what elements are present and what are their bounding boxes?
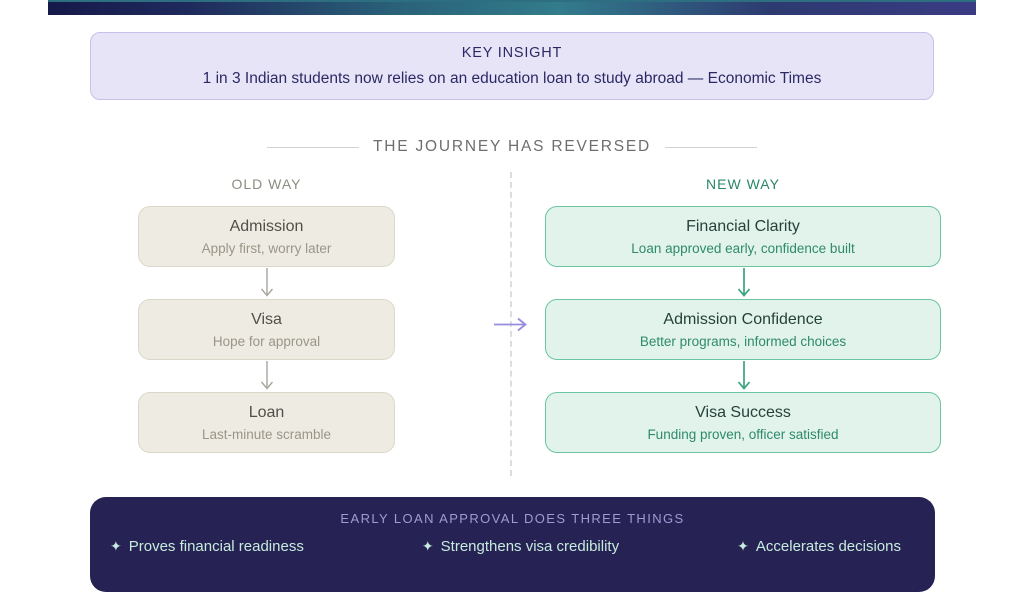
- step-title: Visa: [251, 310, 282, 328]
- star-bullet-icon: ✦: [110, 538, 122, 554]
- step-subtitle: Apply first, worry later: [201, 240, 332, 256]
- footer-item-accelerates-decisions: ✦ Accelerates decisions: [737, 538, 901, 555]
- new-way-label: NEW WAY: [706, 176, 780, 192]
- top-accent-bar: [48, 0, 976, 15]
- old-step-visa: Visa Hope for approval: [138, 299, 395, 360]
- step-title: Visa Success: [695, 403, 791, 421]
- step-title: Admission Confidence: [663, 310, 823, 328]
- step-subtitle: Last-minute scramble: [201, 426, 332, 442]
- section-heading: THE JOURNEY HAS REVERSED: [0, 138, 1024, 156]
- star-bullet-icon: ✦: [737, 538, 749, 554]
- footer-item-visa-credibility: ✦ Strengthens visa credibility: [422, 538, 619, 555]
- step-title: Financial Clarity: [686, 217, 800, 235]
- footer-item-label: Accelerates decisions: [755, 538, 901, 555]
- key-insight-banner: KEY INSIGHT 1 in 3 Indian students now r…: [90, 32, 934, 100]
- old-step-admission: Admission Apply first, worry later: [138, 206, 395, 267]
- footer-items: ✦ Proves financial readiness ✦ Strengthe…: [90, 538, 935, 555]
- heading-rule-right: [665, 146, 758, 148]
- down-arrow-icon: [737, 361, 751, 390]
- footer-item-financial-readiness: ✦ Proves financial readiness: [110, 538, 304, 555]
- step-title: Admission: [229, 217, 304, 235]
- star-bullet-icon: ✦: [421, 538, 434, 554]
- step-subtitle: Better programs, informed choices: [639, 333, 847, 349]
- step-title: Loan: [248, 403, 285, 421]
- new-step-visa-success: Visa Success Funding proven, officer sat…: [545, 392, 941, 453]
- new-step-admission-confidence: Admission Confidence Better programs, in…: [545, 299, 941, 360]
- old-step-loan: Loan Last-minute scramble: [138, 392, 395, 453]
- down-arrow-icon: [260, 268, 274, 297]
- step-subtitle: Hope for approval: [212, 333, 321, 349]
- footer-heading: EARLY LOAN APPROVAL DOES THREE THINGS: [340, 511, 685, 526]
- footer-item-label: Strengthens visa credibility: [440, 538, 620, 555]
- right-arrow-icon: [494, 317, 527, 332]
- footer-banner: EARLY LOAN APPROVAL DOES THREE THINGS ✦ …: [90, 497, 935, 592]
- section-heading-text: THE JOURNEY HAS REVERSED: [372, 138, 652, 155]
- step-subtitle: Funding proven, officer satisfied: [647, 426, 839, 442]
- heading-rule-left: [266, 146, 359, 148]
- new-step-financial-clarity: Financial Clarity Loan approved early, c…: [545, 206, 941, 267]
- step-subtitle: Loan approved early, confidence built: [631, 240, 855, 256]
- down-arrow-icon: [737, 268, 751, 297]
- old-way-label: OLD WAY: [231, 176, 302, 192]
- key-insight-title: KEY INSIGHT: [461, 44, 563, 61]
- down-arrow-icon: [260, 361, 274, 390]
- footer-item-label: Proves financial readiness: [128, 538, 304, 555]
- key-insight-text: 1 in 3 Indian students now relies on an …: [202, 69, 822, 87]
